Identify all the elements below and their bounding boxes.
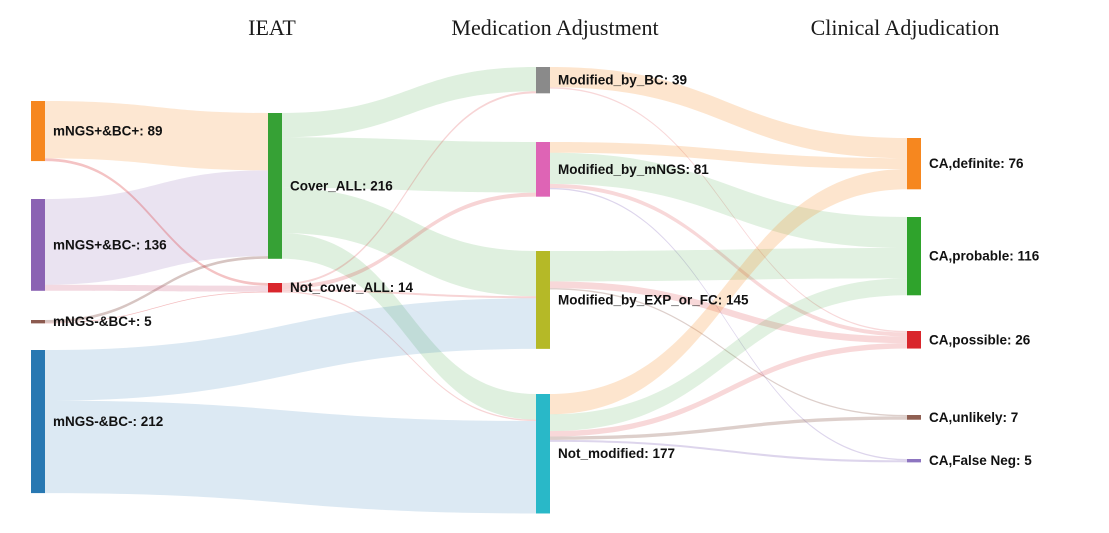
node-ca-unlikely [907,415,921,420]
flow-not-cover-all-to-modified-by-exp-or-fc [282,289,536,299]
node-label-not-cover-all: Not_cover_ALL: 14 [290,280,414,295]
node-label-not-modified: Not_modified: 177 [558,446,675,461]
node-label-ca-false-neg: CA,False Neg: 5 [929,453,1032,468]
node-label-ca-definite: CA,definite: 76 [929,156,1024,171]
flow-mngs-neg-bc-neg-to-modified-by-exp-or-fc [45,298,536,401]
node-label-cover-all: Cover_ALL: 216 [290,178,393,193]
node-ca-probable [907,217,921,296]
flow-not-cover-all-to-modified-by-mngs [282,192,536,290]
node-label-mngs-pos-bc-pos: mNGS+&BC+: 89 [53,124,163,139]
node-cover-all [268,113,282,259]
flow-not-cover-all-to-not-modified [282,291,536,421]
node-mngs-neg-bc-pos [31,320,45,324]
node-label-mngs-neg-bc-neg: mNGS-&BC-: 212 [53,414,163,429]
node-mngs-pos-bc-pos [31,101,45,162]
flow-mngs-neg-bc-pos-to-not-cover-all [45,291,268,324]
column-header-ieat: IEAT [248,15,296,40]
sankey-links [45,67,907,514]
node-ca-possible [907,331,921,349]
flow-not-modified-to-ca-false-neg [550,439,907,463]
node-mngs-neg-bc-neg [31,350,45,494]
sankey-nodes [31,67,921,514]
node-label-modified-by-exp-or-fc: Modified_by_EXP_or_FC: 145 [558,292,749,307]
node-label-mngs-neg-bc-pos: mNGS-&BC+: 5 [53,314,152,329]
node-label-ca-probable: CA,probable: 116 [929,249,1040,264]
flow-mngs-pos-bc-neg-to-cover-all [45,170,268,285]
node-modified-by-exp-or-fc [536,251,550,349]
flow-not-modified-to-ca-possible [550,343,907,437]
flow-modified-by-exp-or-fc-to-ca-possible [550,281,907,344]
flow-mngs-pos-bc-pos-to-cover-all [45,101,268,171]
flow-cover-all-to-modified-by-bc [282,67,536,138]
sankey-node-labels: mNGS+&BC+: 89 mNGS+&BC-: 136 mNGS-&BC+: 5 m… [53,73,1040,469]
flow-cover-all-to-modified-by-mngs [282,137,536,193]
flow-mngs-pos-bc-neg-to-not-cover-all [45,284,268,292]
flow-not-modified-to-ca-definite [550,169,907,415]
node-mngs-pos-bc-neg [31,199,45,291]
node-ca-definite [907,138,921,190]
flow-mngs-pos-bc-pos-to-not-cover-all [45,158,268,286]
flow-not-modified-to-ca-probable [550,278,907,432]
flow-cover-all-to-modified-by-exp-or-fc [282,187,536,297]
flow-mngs-neg-bc-pos-to-cover-all [45,256,268,323]
node-label-modified-by-bc: Modified_by_BC: 39 [558,73,687,88]
flow-modified-by-mngs-to-ca-definite [550,142,907,170]
node-label-ca-unlikely: CA,unlikely: 7 [929,410,1018,425]
flow-not-modified-to-ca-unlikely [550,416,907,440]
flow-modified-by-exp-or-fc-to-ca-probable [550,248,907,282]
node-label-mngs-pos-bc-neg: mNGS+&BC-: 136 [53,237,167,252]
node-modified-by-mngs [536,142,550,197]
node-label-modified-by-mngs: Modified_by_mNGS: 81 [558,162,709,177]
node-label-ca-possible: CA,possible: 26 [929,332,1031,347]
flow-modified-by-mngs-to-ca-possible [550,183,907,337]
node-ca-false-neg [907,459,921,463]
flow-modified-by-exp-or-fc-to-ca-unlikely [550,288,907,417]
flow-modified-by-bc-to-ca-definite [550,67,907,159]
flow-not-cover-all-to-modified-by-bc [282,91,536,286]
node-not-modified [536,394,550,514]
flow-mngs-neg-bc-neg-to-not-modified [45,400,536,514]
column-header-clinical-adjudication: Clinical Adjudication [810,15,1000,40]
node-not-cover-all [268,283,282,293]
flow-modified-by-mngs-to-ca-probable [550,152,907,249]
node-modified-by-bc [536,67,550,94]
flow-modified-by-bc-to-ca-possible [550,87,907,333]
flow-cover-all-to-not-modified [282,233,536,420]
column-header-medication-adjustment: Medication Adjustment [451,15,659,40]
flow-modified-by-mngs-to-ca-false-neg [550,187,907,461]
